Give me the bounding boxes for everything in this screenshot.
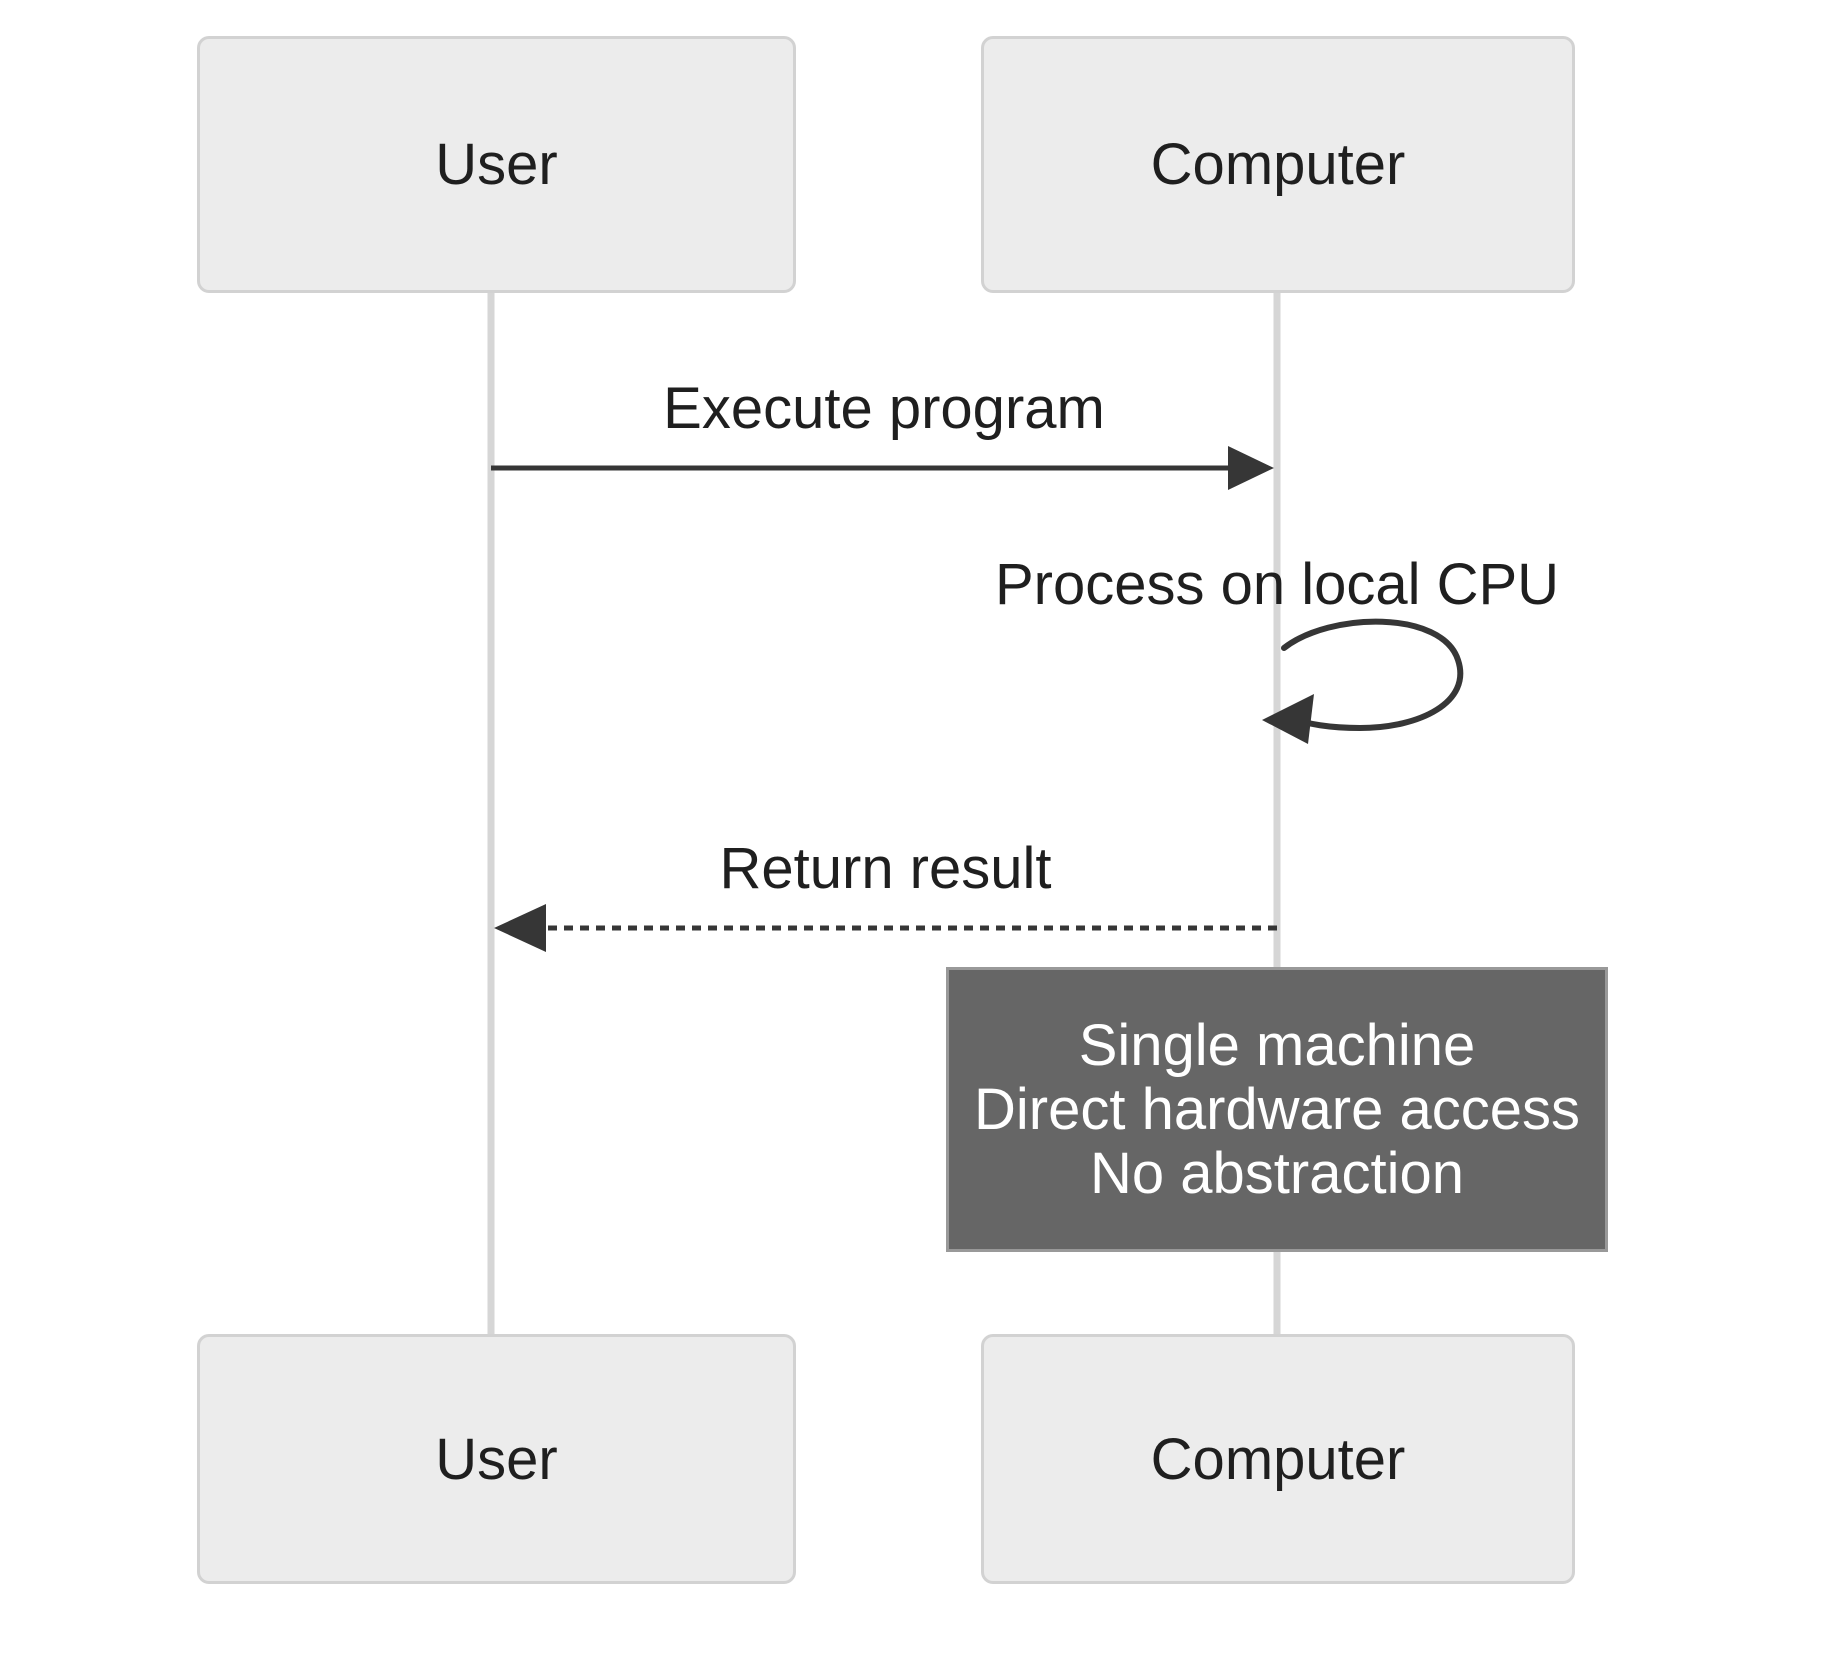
note-line-3: No abstraction [1090,1140,1464,1206]
actor-label-computer-top: Computer [1150,132,1406,197]
message-self-loop-arrowhead-icon [1262,694,1314,744]
message-label-execute-program: Execute program [663,376,1105,441]
message-return-result-arrowhead-icon [494,904,546,952]
message-execute-program-arrowhead-icon [1228,446,1274,490]
actor-box-computer-bottom: Computer [981,1334,1575,1584]
actor-label-user-bottom: User [435,1426,558,1492]
message-self-loop-line [1281,618,1464,732]
actor-box-user-bottom: User [197,1334,796,1584]
actor-box-user-top: User [197,36,796,293]
actor-label-user-top: User [435,132,558,197]
note-line-1: Single machine [1078,1012,1476,1078]
note-box: Single machine Direct hardware access No… [946,967,1608,1252]
actor-box-computer-top: Computer [981,36,1575,293]
actor-label-computer-bottom: Computer [1150,1426,1406,1492]
note-line-2: Direct hardware access [974,1076,1580,1142]
message-label-return-result: Return result [719,836,1052,901]
message-label-process-on-local-cpu: Process on local CPU [994,552,1560,617]
